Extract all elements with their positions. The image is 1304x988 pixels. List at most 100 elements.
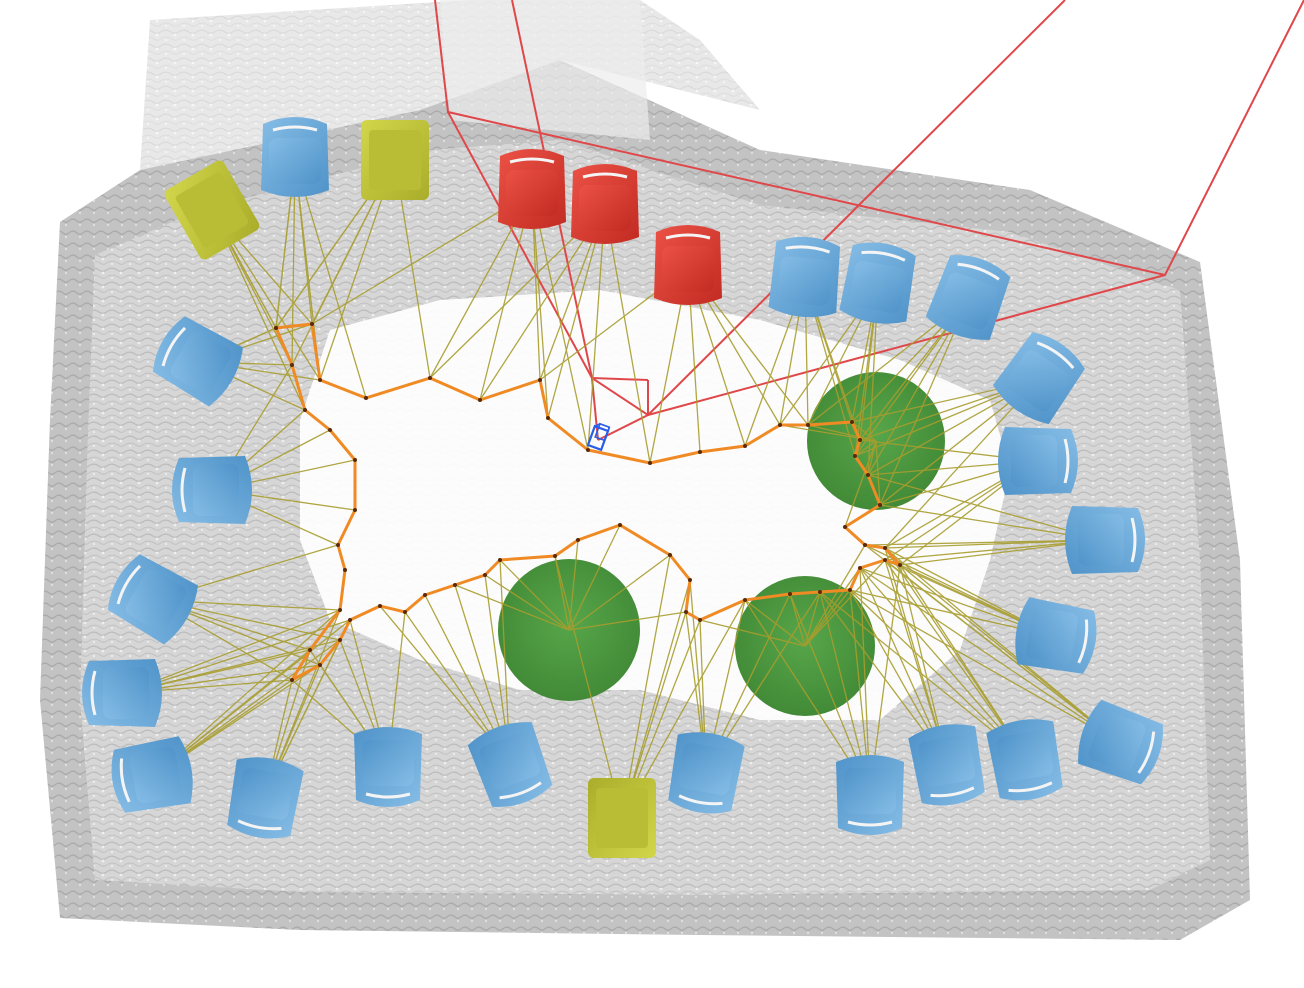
room-window-patch bbox=[440, 0, 650, 140]
trajectory-waypoint bbox=[498, 558, 502, 562]
trajectory-waypoint bbox=[318, 663, 322, 667]
trajectory-waypoint bbox=[688, 578, 692, 582]
sight-line bbox=[884, 379, 1039, 549]
chair-selected-red bbox=[498, 149, 566, 229]
trajectory-waypoint bbox=[883, 546, 887, 550]
trajectory-waypoint bbox=[290, 678, 294, 682]
chair bbox=[998, 427, 1078, 495]
chair-selected-yellow bbox=[361, 120, 429, 200]
trajectory-waypoint bbox=[586, 448, 590, 452]
trajectory-waypoint bbox=[546, 416, 550, 420]
trajectory-waypoint bbox=[378, 604, 382, 608]
trajectory-waypoint bbox=[863, 543, 867, 547]
trajectory-waypoint bbox=[848, 588, 852, 592]
chair bbox=[1015, 597, 1097, 674]
sight-line bbox=[844, 440, 877, 528]
trajectory-waypoint bbox=[684, 610, 688, 614]
trajectory-waypoint bbox=[328, 428, 332, 432]
camera-icon bbox=[586, 422, 611, 452]
trajectory-waypoint bbox=[348, 618, 352, 622]
chair bbox=[227, 757, 304, 839]
sight-line bbox=[568, 524, 621, 631]
sight-line bbox=[867, 440, 877, 476]
trajectory-waypoint bbox=[883, 558, 887, 562]
sight-line bbox=[804, 544, 866, 647]
trajectory-waypoint bbox=[310, 322, 314, 326]
sight-line bbox=[854, 440, 877, 457]
sight-line bbox=[807, 424, 877, 442]
chair bbox=[1065, 506, 1145, 574]
chair bbox=[986, 719, 1063, 801]
trajectory-waypoint bbox=[553, 554, 557, 558]
chair bbox=[836, 755, 904, 835]
sight-line bbox=[294, 159, 367, 399]
chair bbox=[111, 736, 193, 813]
trajectory-waypoint bbox=[318, 378, 322, 382]
sight-line bbox=[311, 191, 533, 325]
trajectory-waypoint bbox=[698, 618, 702, 622]
trajectory-waypoint bbox=[423, 593, 427, 597]
chair bbox=[768, 236, 841, 318]
sight-line bbox=[604, 206, 651, 464]
sight-line bbox=[864, 544, 1119, 743]
trajectory-waypoint bbox=[336, 543, 340, 547]
trajectory-waypoint bbox=[343, 568, 347, 572]
chair bbox=[82, 659, 162, 727]
trajectory-waypoint bbox=[538, 378, 542, 382]
chair bbox=[172, 456, 252, 524]
trajectory-waypoint bbox=[788, 592, 792, 596]
chair bbox=[908, 724, 985, 806]
trajectory-waypoint bbox=[743, 598, 747, 602]
chair bbox=[354, 727, 422, 807]
sight-line bbox=[499, 559, 570, 631]
trajectory-waypoint bbox=[353, 458, 357, 462]
chair bbox=[1078, 699, 1163, 785]
sight-line bbox=[804, 589, 851, 647]
sight-line bbox=[789, 593, 806, 647]
sight-line bbox=[568, 539, 579, 631]
trajectory-waypoint bbox=[866, 473, 870, 477]
chair bbox=[261, 117, 329, 197]
sight-line bbox=[875, 440, 881, 506]
sight-line bbox=[531, 191, 549, 419]
trajectory-waypoint bbox=[618, 523, 622, 527]
sight-line bbox=[849, 589, 1119, 743]
sight-line bbox=[884, 547, 1026, 758]
sight-line bbox=[879, 504, 1103, 541]
trajectory-waypoint bbox=[364, 396, 368, 400]
sight-line bbox=[864, 539, 1103, 546]
chair bbox=[107, 554, 198, 645]
sight-line bbox=[554, 555, 623, 819]
sight-line bbox=[154, 609, 341, 776]
trajectory-waypoint bbox=[843, 525, 847, 529]
trajectory-waypoint bbox=[483, 573, 487, 577]
sight-line bbox=[744, 599, 806, 647]
sight-line bbox=[531, 191, 589, 451]
sight-line bbox=[859, 567, 1119, 743]
trajectory-waypoint bbox=[453, 583, 457, 587]
trajectory-waypoint bbox=[428, 376, 432, 380]
sight-line bbox=[621, 554, 671, 819]
sight-line bbox=[568, 554, 671, 631]
trajectory-waypoint bbox=[778, 423, 782, 427]
sight-line bbox=[859, 567, 1026, 758]
sight-line bbox=[454, 584, 570, 631]
sight-line bbox=[587, 206, 606, 451]
trajectory-waypoint bbox=[698, 450, 702, 454]
trajectory-waypoint bbox=[648, 461, 652, 465]
chair bbox=[992, 332, 1085, 425]
sight-line bbox=[884, 559, 1026, 758]
trajectory-waypoint bbox=[806, 423, 810, 427]
sight-line bbox=[869, 564, 901, 793]
chair bbox=[668, 732, 745, 814]
view-frustum bbox=[434, 0, 1304, 441]
chair bbox=[925, 255, 1011, 340]
trajectory-waypoint bbox=[338, 638, 342, 642]
sight-line bbox=[884, 547, 948, 763]
sight-line bbox=[568, 611, 687, 631]
chair bbox=[152, 316, 243, 407]
sight-line bbox=[819, 591, 1026, 758]
chair bbox=[467, 722, 553, 807]
